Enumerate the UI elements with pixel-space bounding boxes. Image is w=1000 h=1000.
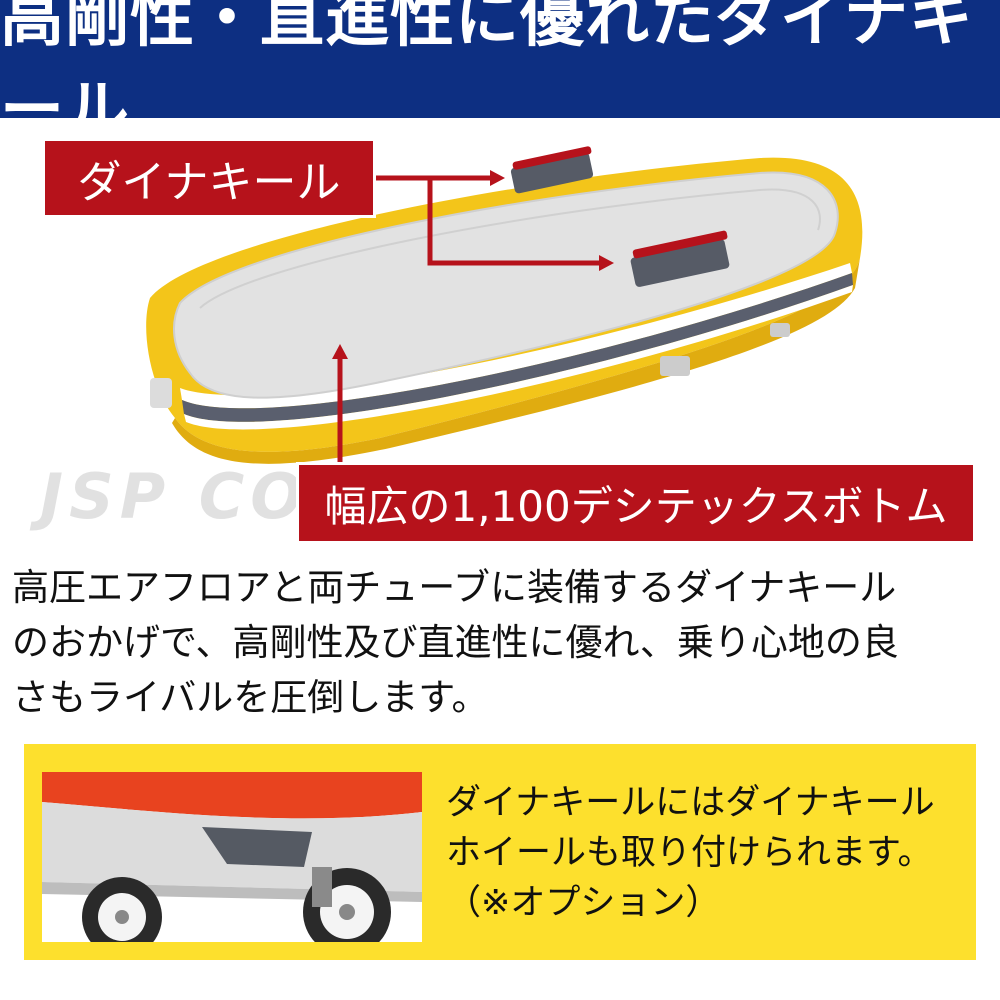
air-floor — [173, 171, 839, 399]
keel-label: ダイナキール — [42, 138, 376, 218]
wheel-icon — [82, 877, 162, 942]
keel-wheel-photo — [42, 772, 422, 942]
bottom-label: 幅広の1,100デシテックスボトム — [296, 462, 976, 544]
keel-handle-rear — [510, 146, 594, 194]
description-line: さもライバルを圧倒します。 — [12, 676, 489, 719]
keel-wheel-illustration — [42, 772, 422, 942]
leader-line-front — [427, 178, 600, 266]
note-line: （※オプション） — [446, 883, 721, 923]
description-line: のおかげで、高剛性及び直進性に優れ、乗り心地の良 — [12, 621, 899, 664]
description-line: 高圧エアフロアと両チューブに装備するダイナキール — [12, 566, 897, 609]
boat-illustration — [146, 146, 863, 464]
note-line: ダイナキールにはダイナキール — [446, 783, 935, 823]
keel-handle-front — [630, 230, 730, 287]
page-title: 高剛性・直進性に優れたダイナキール — [0, 0, 974, 148]
option-note: ダイナキールにはダイナキール ホイールも取り付けられます。 （※オプション） — [446, 778, 966, 928]
description-text: 高圧エアフロアと両チューブに装備するダイナキール のおかげで、高剛性及び直進性に… — [12, 560, 988, 725]
note-line: ホイールも取り付けられます。 — [446, 833, 933, 873]
page-header: 高剛性・直進性に優れたダイナキール — [0, 0, 1000, 148]
